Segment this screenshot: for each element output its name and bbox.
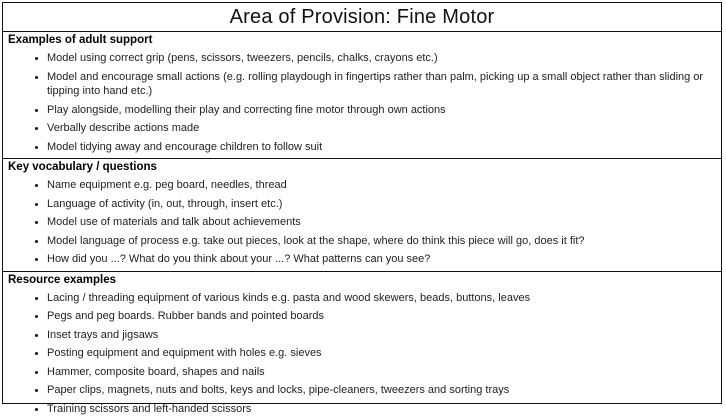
list-item: Language of activity (in, out, through, … (47, 197, 721, 212)
section-header: Examples of adult support (8, 34, 153, 46)
list-item: How did you ...? What do you think about… (47, 252, 721, 267)
section-key-vocabulary: Key vocabulary / questionsName equipment… (3, 158, 721, 267)
sections-container: Examples of adult supportModel using cor… (3, 32, 721, 416)
section-header: Resource examples (8, 273, 117, 286)
list-item: Hammer, composite board, shapes and nail… (47, 365, 721, 380)
list-item: Training scissors and left-handed scisso… (47, 402, 721, 417)
page-title: Area of Provision: Fine Motor (3, 3, 721, 32)
section-adult-support: Examples of adult supportModel using cor… (3, 32, 721, 154)
list-item: Inset trays and jigsaws (47, 328, 721, 343)
list-item: Model use of materials and talk about ac… (47, 215, 721, 230)
list-item: Paper clips, magnets, nuts and bolts, ke… (47, 383, 721, 398)
list-item: Posting equipment and equipment with hol… (47, 346, 721, 361)
list-item: Model tidying away and encourage childre… (47, 140, 721, 155)
bullet-list: Name equipment e.g. peg board, needles, … (3, 178, 721, 267)
list-item: Verbally describe actions made (47, 121, 721, 136)
bullet-list: Lacing / threading equipment of various … (3, 291, 721, 417)
list-item: Pegs and peg boards. Rubber bands and po… (47, 309, 721, 324)
list-item: Play alongside, modelling their play and… (47, 103, 721, 118)
section-header: Key vocabulary / questions (8, 161, 157, 173)
list-item: Model using correct grip (pens, scissors… (47, 51, 721, 66)
bullet-list: Model using correct grip (pens, scissors… (3, 51, 721, 154)
section-resource-examples: Resource examplesLacing / threading equi… (3, 270, 721, 417)
list-item: Model language of process e.g. take out … (47, 234, 721, 249)
list-item: Lacing / threading equipment of various … (47, 291, 721, 306)
list-item: Name equipment e.g. peg board, needles, … (47, 178, 721, 193)
list-item: Model and encourage small actions (e.g. … (47, 70, 721, 99)
